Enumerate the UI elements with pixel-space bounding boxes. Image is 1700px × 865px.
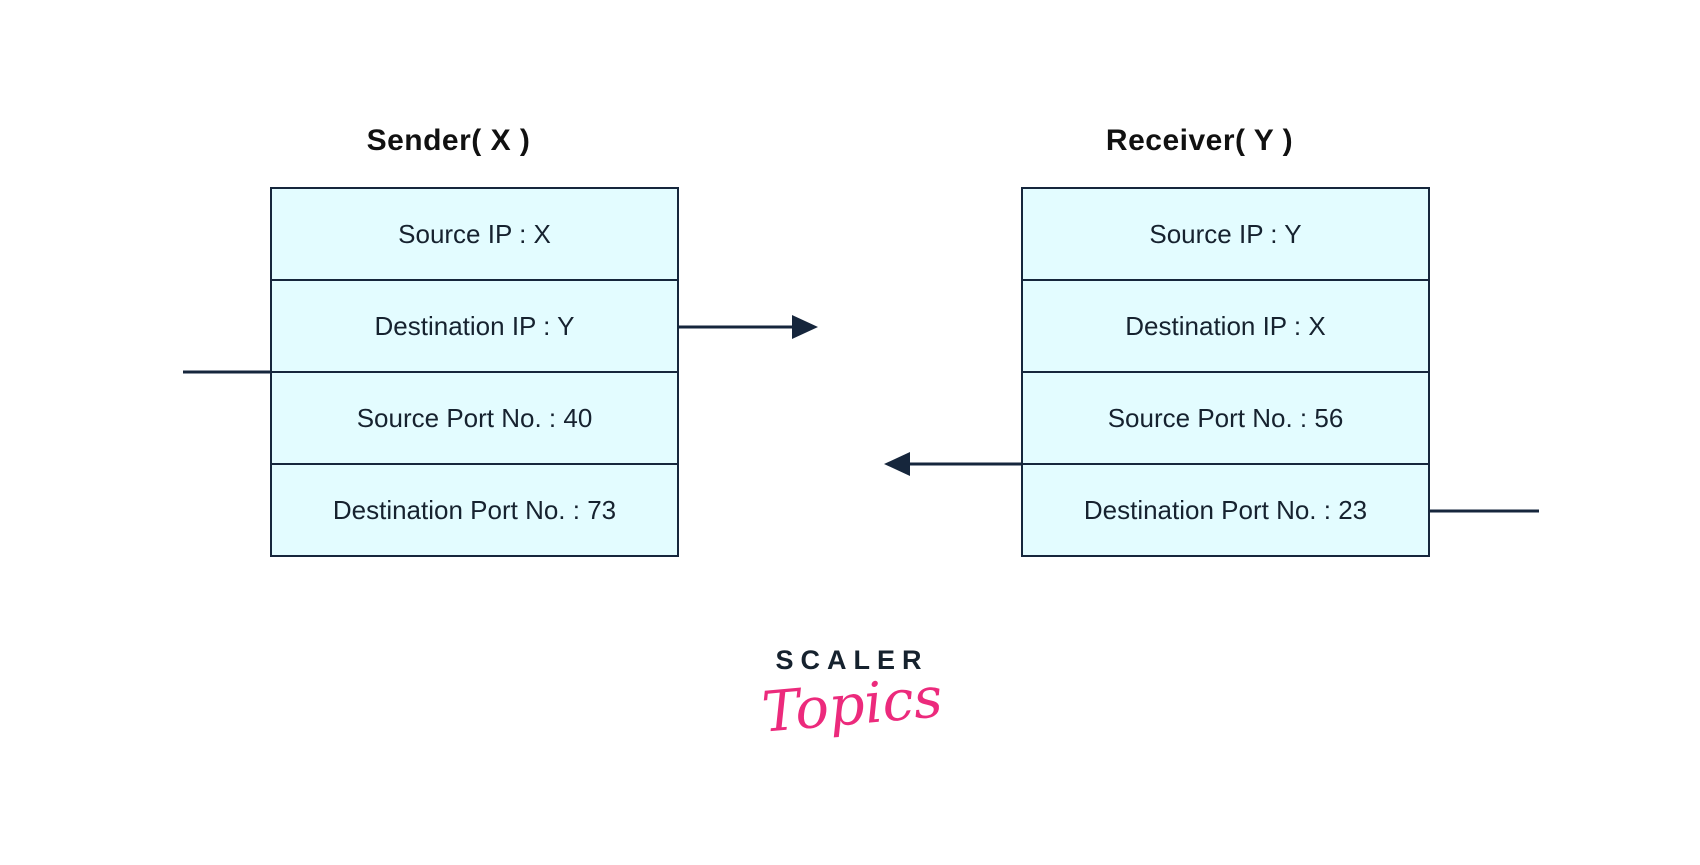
receiver-row-source-ip: Source IP : Y [1149, 218, 1302, 249]
topics-logo-script: Topics [759, 665, 946, 746]
sender-row-source-ip: Source IP : X [398, 218, 551, 249]
sender-title: Sender( X ) [366, 124, 531, 157]
arrow-receiver-outgoing-icon [884, 452, 1021, 476]
sender-row-destination-port: Destination Port No. : 73 [272, 463, 677, 555]
sender-row-source-port: Source Port No. : 40 [272, 371, 677, 463]
sender-row-destination-ip: Destination IP : Y [272, 279, 677, 371]
scaler-logo-wordmark: SCALER [775, 645, 929, 675]
scaler-topics-logo: SCALER Topics [759, 645, 945, 746]
receiver-title: Receiver( Y ) [1105, 124, 1294, 157]
receiver-row-source-port: Source Port No. : 56 [1023, 371, 1428, 463]
arrow-sender-outgoing-icon [679, 315, 818, 339]
receiver-packet-table: Source IP : Y Destination IP : X Source … [1021, 187, 1430, 557]
receiver-row-destination-ip: Destination IP : X [1023, 279, 1428, 371]
receiver-row-destination-port: Destination Port No. : 23 [1023, 463, 1428, 555]
sender-packet-table: Source IP : X Destination IP : Y Source … [270, 187, 679, 557]
